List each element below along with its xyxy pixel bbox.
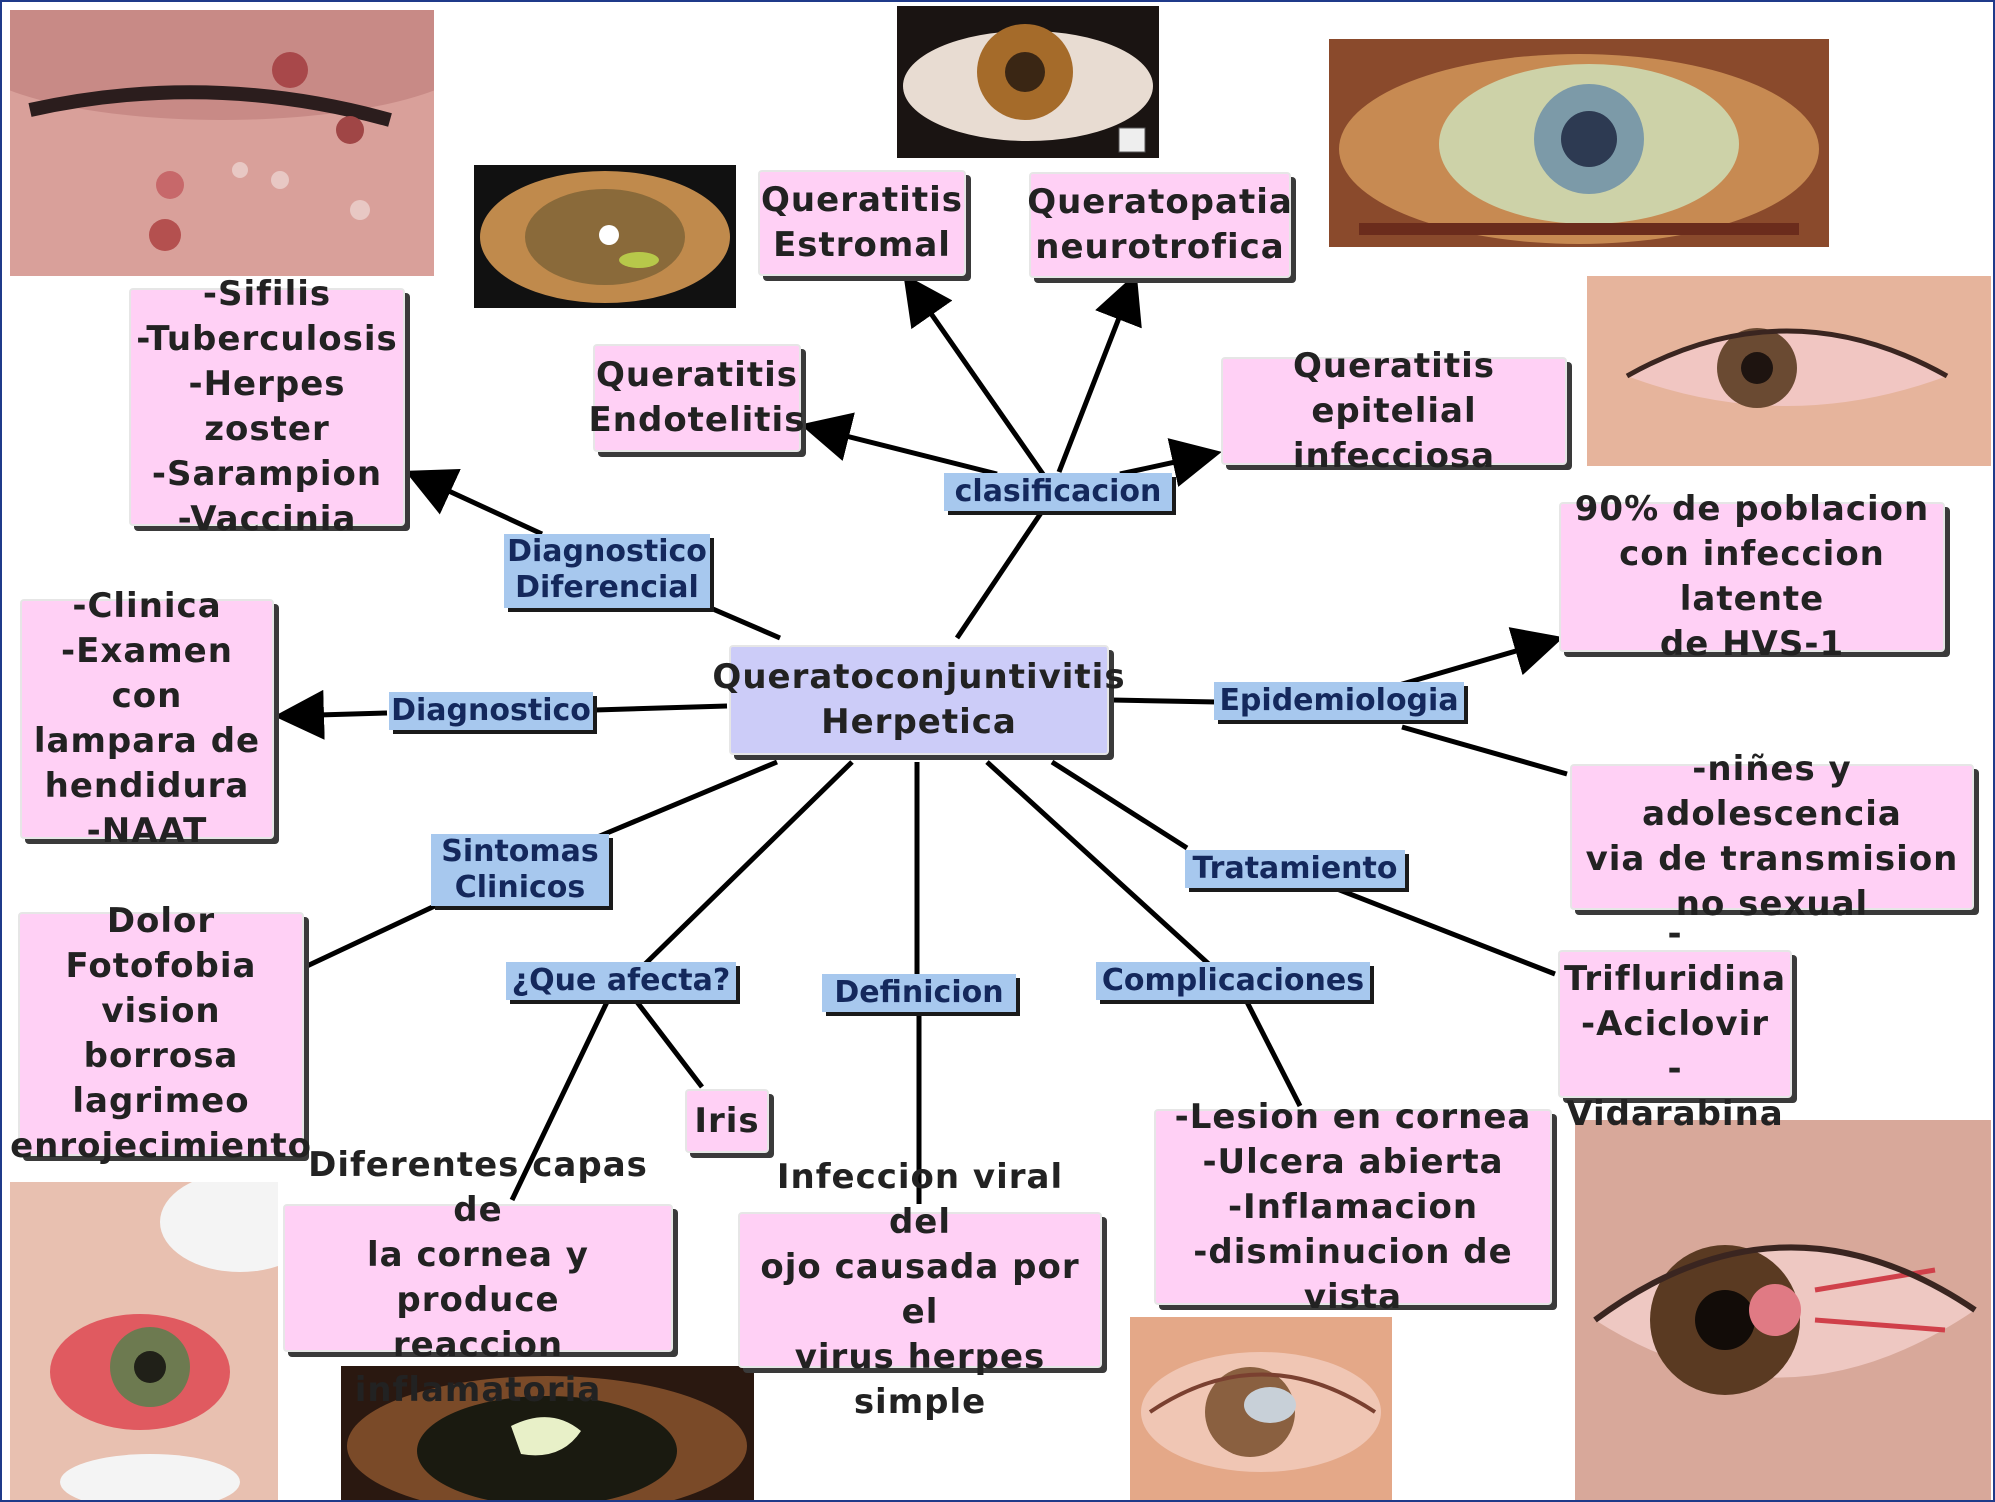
node-sintomas[interactable]: Dolor Fotofobia vision borrosa lagrimeo …	[18, 912, 304, 1156]
photo-inflamed-eye-top-right	[1329, 39, 1829, 247]
node-epidemiologia-transmision[interactable]: -niñes y adolescencia via de transmision…	[1570, 764, 1974, 910]
edge-center-sintomas	[595, 762, 777, 838]
edge-center-queafecta	[642, 762, 852, 967]
node-line: Queratopatia	[1027, 180, 1293, 225]
link-label-diagnostico-diferencial-line-2: Diferencial	[506, 570, 708, 606]
link-label-que-afecta: ¿Que afecta?	[506, 962, 736, 1000]
photo-cloudy-cornea	[1130, 1317, 1392, 1502]
node-tratamiento[interactable]: -Trifluridina -Aciclovir -Vidarabina	[1558, 950, 1792, 1098]
link-label-diagnostico: Diagnostico	[389, 692, 593, 730]
edge-complicaciones-box	[1247, 1002, 1300, 1106]
node-queratitis-endotelitis[interactable]: Queratitis Endotelitis	[593, 344, 801, 452]
node-line: -Vaccinia	[178, 497, 357, 542]
node-line: lagrimeo	[72, 1079, 249, 1124]
node-line: ojo causada por el	[740, 1245, 1100, 1335]
node-iris[interactable]: Iris	[685, 1089, 769, 1153]
link-label-complicaciones: Complicaciones	[1096, 962, 1370, 1000]
photo-brown-iris	[897, 6, 1159, 158]
node-line: reaccion inflamatoria	[285, 1323, 671, 1413]
node-diagnostico-diferencial[interactable]: -Sifilis -Tuberculosis -Herpes zoster -S…	[129, 288, 405, 526]
node-line: Queratitis	[596, 353, 798, 398]
edge-tratamiento-box	[1332, 887, 1555, 974]
node-line: lampara de	[34, 719, 260, 764]
node-line: 90% de poblacion	[1575, 487, 1929, 532]
photo-eyelid-lesions	[10, 10, 434, 276]
edge-clasificacion-epitelial	[1120, 454, 1212, 474]
node-line: de HVS-1	[1660, 622, 1844, 667]
node-line: vision borrosa	[20, 989, 302, 1079]
node-line: Infeccion viral del	[740, 1155, 1100, 1245]
node-line: -Sifilis	[203, 272, 331, 317]
edge-center-clasificacion	[957, 507, 1045, 638]
node-line: Endotelitis	[589, 398, 806, 443]
node-line: -Lesion en cornea	[1175, 1095, 1532, 1140]
node-line: Iris	[694, 1099, 759, 1144]
edge-clasificacion-endotelitis	[810, 427, 997, 474]
node-line: hendidura	[45, 764, 250, 809]
link-label-diagnostico-diferencial: Diagnostico Diferencial	[504, 534, 710, 608]
edge-center-diagnostico	[595, 706, 727, 710]
central-topic-line-2: Herpetica	[821, 700, 1017, 745]
node-line: -Ulcera abierta	[1202, 1140, 1503, 1185]
node-line: Fotofobia	[66, 944, 257, 989]
node-queratitis-epitelial[interactable]: Queratitis epitelial infecciosa	[1221, 357, 1567, 465]
photo-red-eye-bottom-left	[10, 1182, 278, 1500]
node-line: neurotrofica	[1035, 225, 1285, 270]
edge-clasificacion-queratopatia	[1059, 282, 1133, 472]
node-capas-cornea[interactable]: Diferentes capas de la cornea y produce …	[283, 1204, 673, 1352]
link-label-tratamiento: Tratamiento	[1185, 850, 1405, 888]
node-line: Diferentes capas de	[285, 1143, 671, 1233]
node-line: -Sarampion	[152, 452, 382, 497]
photo-conjunctival-lesion	[1575, 1120, 1991, 1502]
central-topic-node[interactable]: Queratoconjuntivitis Herpetica	[729, 645, 1109, 755]
edge-diagnostico-box	[284, 713, 387, 716]
node-queratopatia-neurotrofica[interactable]: Queratopatia neurotrofica	[1029, 172, 1291, 278]
node-line: -disminucion de vista	[1156, 1230, 1550, 1320]
node-line: via de transmision	[1586, 837, 1959, 882]
photo-red-eye-right	[1587, 276, 1991, 466]
node-line: infecciosa	[1293, 434, 1495, 479]
node-line: virus herpes simple	[740, 1335, 1100, 1425]
node-line: -Vidarabina	[1560, 1047, 1790, 1137]
link-label-sintomas-line-1: Sintomas	[433, 834, 607, 870]
edge-diferencial-box	[414, 475, 542, 534]
edge-center-epidemiologia	[1112, 700, 1217, 702]
node-definicion[interactable]: Infeccion viral del ojo causada por el v…	[738, 1212, 1102, 1368]
link-label-sintomas-line-2: Clinicos	[433, 870, 607, 906]
edge-sintomas-box	[307, 904, 439, 966]
node-line: la cornea y produce	[285, 1233, 671, 1323]
link-label-sintomas-clinicos: Sintomas Clinicos	[431, 834, 609, 906]
node-line: -Inflamacion	[1228, 1185, 1478, 1230]
node-epidemiologia-poblacion[interactable]: 90% de poblacion con infeccion latente d…	[1559, 502, 1945, 652]
node-line: -niñes y adolescencia	[1572, 747, 1972, 837]
node-line: -Clinica	[72, 584, 221, 629]
edge-queafecta-iris	[637, 1002, 702, 1087]
node-queratitis-estromal[interactable]: Queratitis Estromal	[758, 170, 966, 276]
edge-center-tratamiento	[1052, 762, 1187, 848]
edge-epidemiologia-box2	[1402, 727, 1567, 774]
central-topic-line-1: Queratoconjuntivitis	[712, 655, 1125, 700]
node-diagnostico[interactable]: -Clinica -Examen con lampara de hendidur…	[20, 599, 274, 839]
node-line: Queratitis epitelial	[1223, 344, 1565, 434]
photo-cornea-closeup	[474, 165, 736, 308]
edge-clasificacion-estromal	[909, 282, 1045, 477]
link-label-diagnostico-diferencial-line-1: Diagnostico	[506, 534, 708, 570]
node-line: con infeccion latente	[1561, 532, 1943, 622]
node-line: -Aciclovir	[1581, 1002, 1769, 1047]
node-line: -Herpes zoster	[131, 362, 403, 452]
node-complicaciones[interactable]: -Lesion en cornea -Ulcera abierta -Infla…	[1154, 1109, 1552, 1305]
node-line: no sexual	[1676, 882, 1868, 927]
link-label-epidemiologia: Epidemiologia	[1214, 682, 1464, 720]
node-line: Estromal	[773, 223, 951, 268]
node-line: -NAAT	[87, 809, 208, 854]
node-line: Queratitis	[761, 178, 963, 223]
node-line: Dolor	[107, 899, 215, 944]
node-line: enrojecimiento	[10, 1124, 312, 1169]
node-line: -Examen con	[22, 629, 272, 719]
link-label-definicion: Definicion	[822, 974, 1016, 1012]
edge-epidemiologia-box1	[1392, 640, 1554, 687]
link-label-clasificacion: clasificacion	[944, 473, 1172, 511]
node-line: -Tuberculosis	[136, 317, 397, 362]
